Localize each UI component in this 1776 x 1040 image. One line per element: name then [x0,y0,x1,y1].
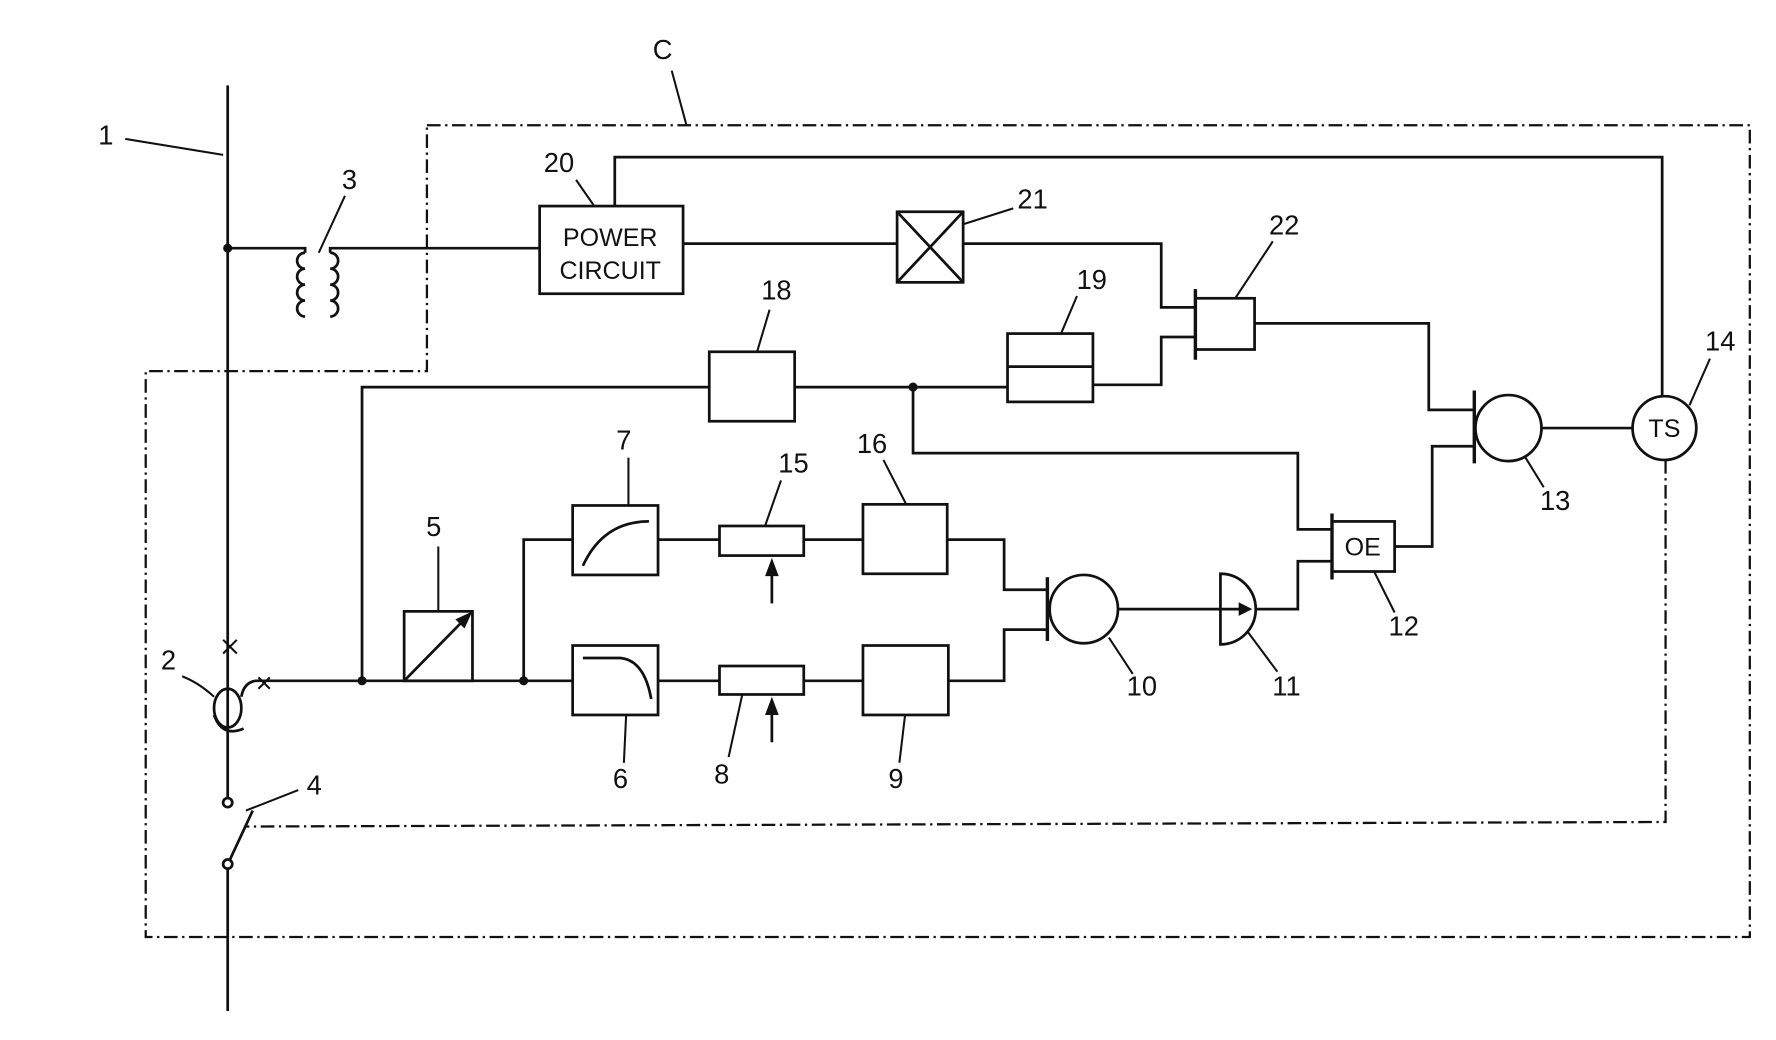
wire-main-to-transformer [228,248,305,253]
wire-11-to-oe [1256,561,1332,609]
label-15: 15 [778,447,808,478]
transformer-primary-coil [297,253,305,317]
leader-13 [1526,458,1544,488]
power-circuit-text-line2: CIRCUIT [559,257,661,285]
switch-blade [230,811,253,860]
block-8-adjust-arrow-head [765,697,779,715]
block-15-adjust-arrow-head [765,558,779,576]
label-9: 9 [888,763,903,794]
wire-transformer-to-power-circuit [330,248,539,253]
leader-3 [319,196,345,253]
block-5-arrow-line [404,618,465,681]
wire-18-to-oe [913,387,1332,529]
leader-10 [1109,638,1133,674]
current-transformer-2 [214,640,270,731]
ts-switch-linkage [245,460,1666,827]
oe-text: OE [1345,534,1381,562]
label-5: 5 [426,511,441,542]
wire-19-to-22 [1093,337,1195,385]
leader-15 [765,480,781,526]
leader-c [672,71,687,126]
label-7: 7 [616,425,631,456]
block-16 [863,504,947,573]
leader-18 [757,310,770,352]
leader-22 [1235,241,1273,298]
leader-11 [1248,632,1278,672]
label-10: 10 [1127,671,1157,702]
label-4: 4 [307,770,322,801]
cross-mark-right [258,677,269,688]
ct-lead [241,681,255,697]
leader-4 [246,790,298,810]
leader-2 [182,676,214,696]
gate-10 [1050,575,1118,643]
label-1: 1 [98,120,113,151]
label-11: 11 [1272,671,1300,702]
wire-9-to-10 [948,630,1047,681]
label-3: 3 [342,164,357,195]
leader-16 [883,460,906,504]
label-13: 13 [1540,485,1570,516]
block-15 [720,526,804,556]
label-19: 19 [1077,264,1107,295]
gate-13 [1475,395,1541,461]
leader-9 [899,715,905,763]
leader-6 [624,715,626,763]
switch-contact-lower [223,860,232,869]
label-21: 21 [1017,183,1047,214]
block-7 [573,505,658,574]
power-circuit-text-line1: POWER [563,224,658,252]
label-16: 16 [857,428,887,459]
cross-mark-upper [223,640,237,654]
label-12: 12 [1389,610,1419,641]
label-8: 8 [714,758,729,789]
label-14: 14 [1705,326,1735,357]
label-2: 2 [161,644,176,675]
leader-1 [125,139,223,155]
block-18 [709,352,794,421]
leader-20 [576,180,594,206]
label-18: 18 [761,274,791,305]
switch-contact-upper [223,798,232,807]
label-6: 6 [613,763,628,794]
wire-16-to-10 [947,540,1047,590]
label-22: 22 [1269,210,1299,241]
gate-22 [1195,298,1254,349]
label-c: C [653,34,673,65]
block-9 [863,646,948,715]
ts-text: TS [1648,415,1680,443]
leader-21 [963,208,1013,224]
leader-12 [1374,572,1394,613]
junction-318 [357,676,366,685]
wire-junction-to-7 [524,540,573,681]
transformer-secondary-coil [330,253,338,317]
leader-8 [729,694,743,757]
wire-oe-to-13 [1395,446,1476,546]
label-20: 20 [544,147,574,178]
leader-19 [1061,296,1077,334]
block-8 [720,666,804,694]
wire-22-to-13 [1255,323,1476,410]
leader-14 [1689,359,1709,406]
